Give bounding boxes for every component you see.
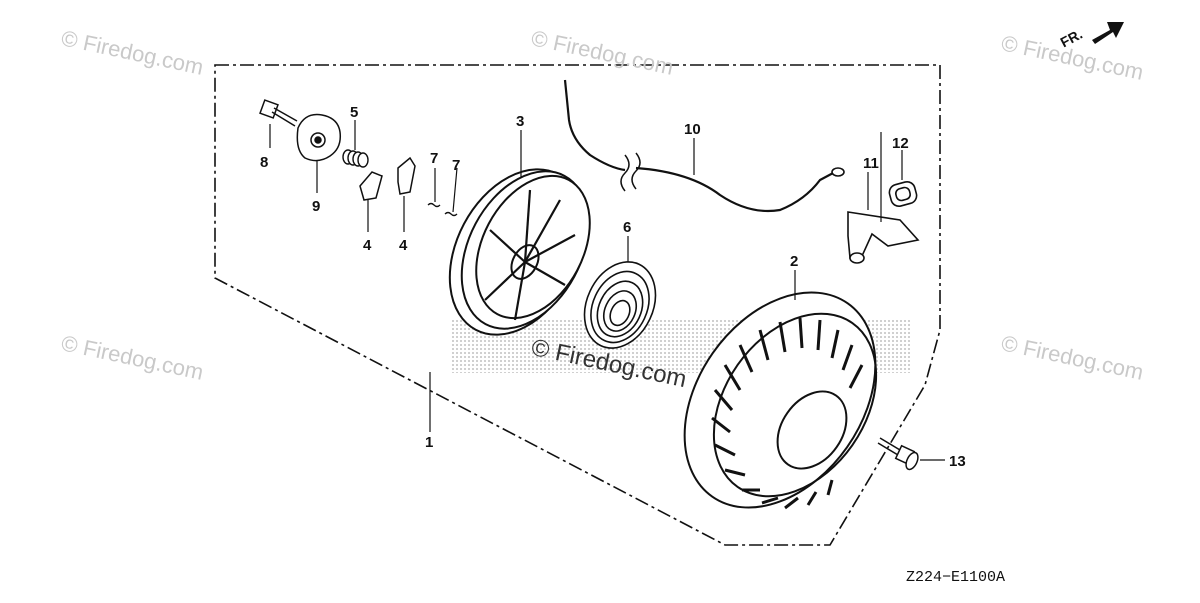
callout-6: 6	[623, 219, 631, 236]
callout-7b: 7	[452, 157, 460, 174]
part-4-ratchet-b[interactable]	[397, 156, 416, 195]
callout-13: 13	[949, 453, 966, 470]
callout-4b: 4	[399, 237, 408, 254]
part-11-grip-insert[interactable]	[888, 180, 919, 208]
callout-2: 2	[790, 253, 798, 270]
part-6-recoil-spring[interactable]	[571, 250, 669, 359]
leader-lines	[269, 120, 945, 461]
diagram-code: Z224−E1100A	[906, 569, 1006, 586]
callout-3: 3	[516, 113, 524, 130]
part-10-rope[interactable]	[563, 79, 845, 213]
part-5-spring[interactable]	[342, 149, 369, 168]
callout-10: 10	[684, 121, 701, 138]
callout-11: 12	[892, 135, 909, 152]
part-12-bolt[interactable]	[259, 99, 298, 127]
part-13-flange-bolt[interactable]	[877, 437, 920, 471]
assembly-outline	[214, 64, 941, 546]
part-8-ratchet-guide[interactable]	[296, 113, 342, 162]
part-3-pulley[interactable]	[423, 146, 614, 358]
callout-5: 5	[350, 104, 358, 121]
part-7-springs[interactable]	[427, 202, 458, 217]
callout-9: 11	[863, 155, 879, 172]
callout-12: 8	[260, 154, 268, 171]
callout-labels: 8 9 5 4 4 7 7 3 6 10 11 12 2 1 13	[260, 104, 966, 470]
part-4-ratchet-a[interactable]	[359, 171, 383, 201]
callout-1: 1	[425, 434, 433, 451]
part-2-starter-case[interactable]	[645, 256, 915, 543]
part-9-starter-grip[interactable]	[847, 211, 920, 264]
callout-8: 9	[312, 198, 320, 215]
callout-7a: 7	[430, 150, 438, 167]
front-direction-arrow-icon	[1092, 22, 1124, 44]
callout-4a: 4	[363, 237, 372, 254]
